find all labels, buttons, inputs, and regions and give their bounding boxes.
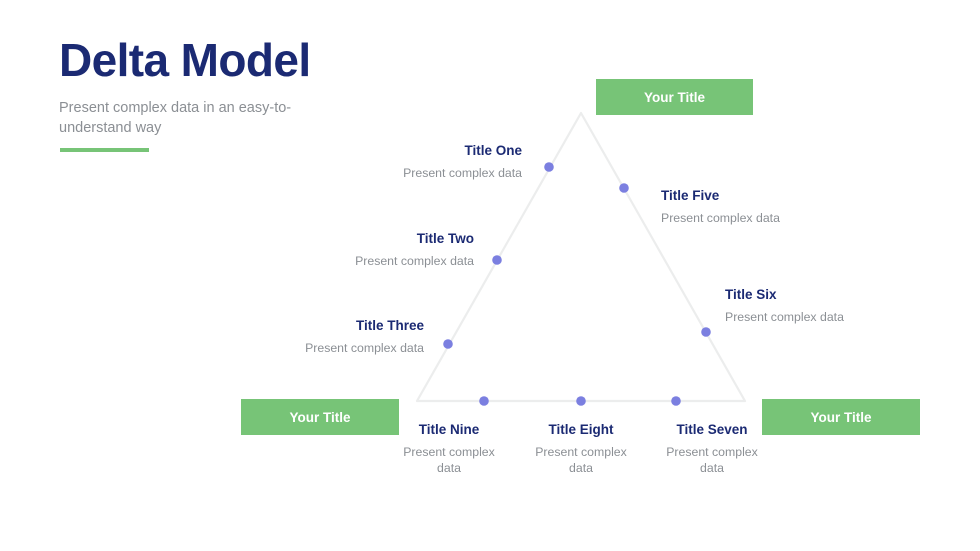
node-dot-seven <box>671 396 681 406</box>
node-title-two: Title Two <box>416 231 474 246</box>
node-desc-five: Present complex data <box>661 210 780 225</box>
node-label-nine: Title Nine Present complex data <box>399 422 499 477</box>
node-desc-three: Present complex data <box>305 340 424 355</box>
node-title-three: Title Three <box>355 318 424 333</box>
node-title-eight: Title Eight <box>548 422 614 437</box>
node-dot-three <box>443 339 453 349</box>
node-dot-five <box>619 183 629 193</box>
node-desc-one: Present complex data <box>403 165 522 180</box>
heading-block: Delta Model Present complex data in an e… <box>59 34 349 138</box>
page-title: Delta Model <box>59 34 311 86</box>
accent-rule <box>60 148 149 152</box>
node-dot-one <box>544 162 554 172</box>
node-title-nine: Title Nine <box>418 422 480 437</box>
node-title-one: Title One <box>464 143 522 158</box>
node-label-two: Title Two Present complex data <box>355 231 474 269</box>
node-dot-nine <box>479 396 489 406</box>
node-label-six: Title Six Present complex data <box>725 287 844 325</box>
node-dot-eight <box>576 396 586 406</box>
node-desc-two: Present complex data <box>355 253 474 268</box>
node-dot-two <box>492 255 502 265</box>
node-label-eight: Title Eight Present complex data <box>531 422 631 477</box>
node-desc-eight: Present complex data <box>535 444 627 476</box>
chip-bottom-left[interactable]: Your Title <box>241 399 399 435</box>
chip-bottom-right[interactable]: Your Title <box>762 399 920 435</box>
node-desc-seven: Present complex data <box>666 444 758 476</box>
node-title-six: Title Six <box>725 287 777 302</box>
node-label-five: Title Five Present complex data <box>661 188 780 226</box>
node-label-seven: Title Seven Present complex data <box>662 422 762 477</box>
node-dot-six <box>701 327 711 337</box>
node-label-three: Title Three Present complex data <box>305 318 424 356</box>
node-desc-nine: Present complex data <box>403 444 495 476</box>
node-title-seven: Title Seven <box>676 422 748 437</box>
chip-top[interactable]: Your Title <box>596 79 753 115</box>
page-subtitle: Present complex data in an easy-to-under… <box>59 99 292 136</box>
node-title-five: Title Five <box>661 188 720 203</box>
node-desc-six: Present complex data <box>725 309 844 324</box>
node-label-one: Title One Present complex data <box>403 143 522 181</box>
